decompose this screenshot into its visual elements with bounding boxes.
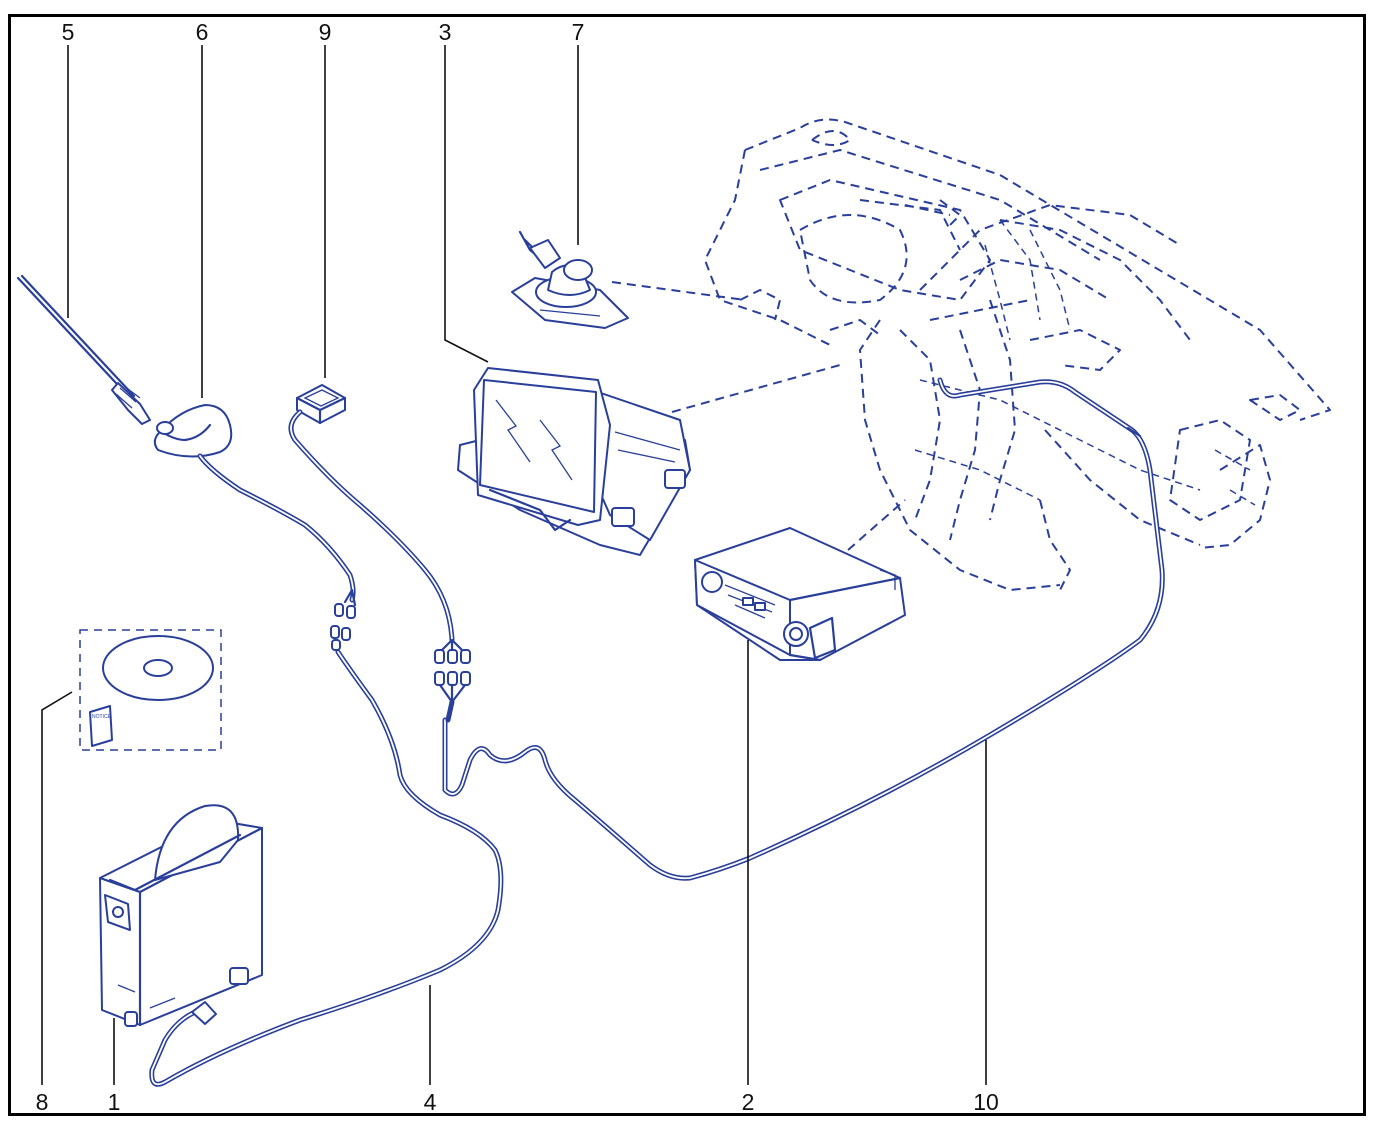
callout-2: 2 — [742, 1089, 755, 1115]
speaker-7 — [511, 230, 629, 329]
callout-8: 8 — [36, 1089, 49, 1115]
callout-4: 4 — [424, 1089, 437, 1115]
callout-9: 9 — [319, 19, 332, 45]
rod-antenna-5 — [16, 274, 151, 425]
head-unit-2 — [694, 527, 906, 662]
gps-antenna-9 — [288, 384, 471, 723]
roof-antenna-base-6 — [153, 404, 357, 651]
cable-4 — [149, 649, 504, 1087]
callout-1: 1 — [108, 1089, 121, 1115]
software-kit-8: NOTICE — [79, 629, 222, 751]
callout-6: 6 — [196, 19, 209, 45]
manual-cover-text: NOTICE — [92, 714, 112, 720]
leader-lines — [41, 45, 987, 1085]
navigation-unit-1 — [98, 804, 264, 1027]
callouts: 5 6 9 3 7 8 1 4 2 10 — [36, 19, 999, 1115]
callout-7: 7 — [572, 19, 585, 45]
harness-10 — [442, 377, 1165, 881]
callout-5: 5 — [62, 19, 75, 45]
dashboard-outline — [704, 118, 1331, 591]
display-3 — [457, 367, 691, 556]
projection-lines — [611, 281, 1031, 551]
callout-3: 3 — [439, 19, 452, 45]
callout-10: 10 — [973, 1089, 999, 1115]
diagram-frame — [8, 14, 1366, 1116]
